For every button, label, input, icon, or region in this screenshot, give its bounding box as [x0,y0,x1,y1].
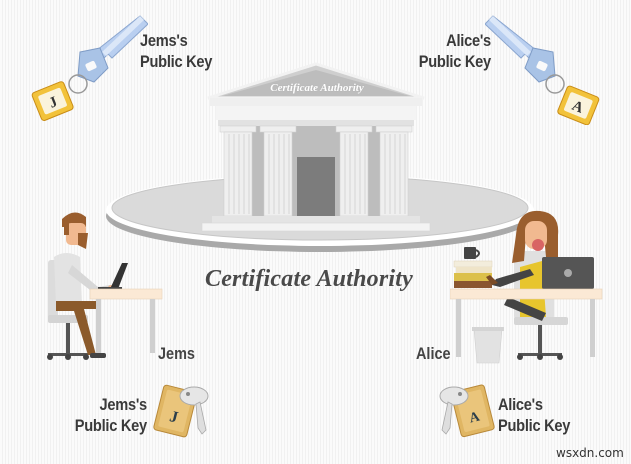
building-pediment-label: Certificate Authority [270,82,364,94]
jems-person-illustration [47,212,163,360]
jems-top-key-label-line2: Public Key [140,52,213,71]
alice-top-key-label-line1: Alice's [446,31,491,50]
alice-bottom-key-label: Alice's Public Key [498,394,570,436]
alice-gold-key-tag-icon: A [439,384,495,438]
svg-text:J: J [168,408,180,426]
watermark: wsxdn.com [556,446,624,460]
certificate-authority-building [201,62,431,232]
jems-bottom-key-label-line1: Jems's [99,395,148,414]
alice-top-key-label-line2: Public Key [418,52,491,71]
svg-text:A: A [468,409,482,426]
jems-bottom-key-label-line2: Public Key [74,416,147,435]
jems-blue-key-icon: J [31,15,148,121]
alice-bottom-key-label-line2: Public Key [498,416,571,435]
ca-title: Certificate Authority [205,266,413,292]
jems-gold-key-tag-icon: J [153,384,209,438]
alice-top-key-label: Alice's Public Key [419,30,491,72]
jems-top-key-label: Jems's Public Key [140,30,212,72]
alice-bottom-key-label-line1: Alice's [498,395,543,414]
alice-name-label: Alice [416,344,451,363]
alice-blue-key-icon: A [485,15,600,125]
jems-bottom-key-label: Jems's Public Key [75,394,147,436]
jems-name-label: Jems [158,344,195,363]
jems-top-key-label-line1: Jems's [140,31,188,50]
alice-person-illustration [450,210,603,364]
